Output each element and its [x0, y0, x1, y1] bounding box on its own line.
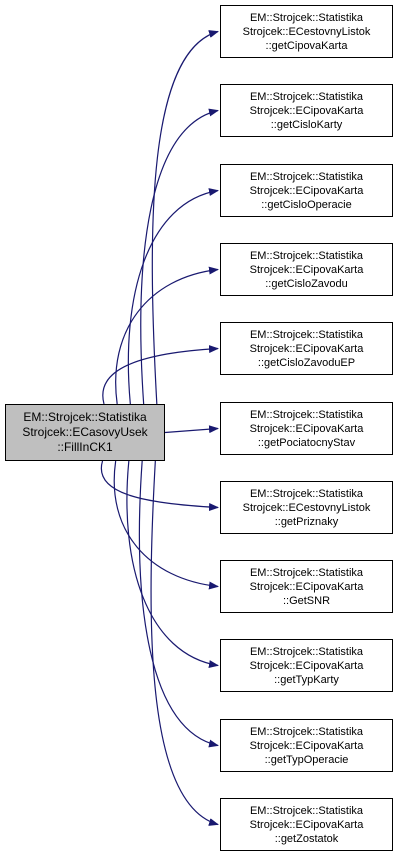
- callee-node-line: EM::Strojcek::Statistika: [249, 645, 364, 658]
- callee-node-line: Strojcek::ECipovaKarta: [249, 184, 364, 197]
- callee-node-line: ::getTypOperacie: [264, 753, 349, 766]
- callee-node-line: EM::Strojcek::Statistika: [249, 328, 364, 341]
- call-edge: [150, 460, 219, 826]
- callee-node-line: EM::Strojcek::Statistika: [249, 487, 364, 500]
- call-edge: [140, 108, 219, 405]
- root-node-line-1: EM::Strojcek::Statistika: [23, 410, 147, 424]
- callee-node-line: EM::Strojcek::Statistika: [249, 566, 364, 579]
- callee-node-line: Strojcek::ECestovnyListok: [242, 501, 371, 514]
- callee-node-line: Strojcek::ECipovaKarta: [249, 263, 364, 276]
- root-node-line-2: Strojcek::ECasovyUsek: [22, 425, 148, 439]
- callee-node-line: ::GetSNR: [282, 594, 331, 607]
- call-edge: [126, 460, 219, 668]
- call-edge: [151, 30, 219, 405]
- callee-node-line: EM::Strojcek::Statistika: [249, 170, 364, 183]
- callee-node-line: ::getPociatocnyStav: [257, 436, 356, 449]
- call-edge: [127, 188, 219, 405]
- callee-node-line: ::getCisloZavodu: [265, 277, 348, 290]
- callee-node-line: EM::Strojcek::Statistika: [249, 408, 364, 421]
- callee-node-line: EM::Strojcek::Statistika: [249, 11, 364, 24]
- callee-node-line: ::getCisloKarty: [270, 118, 343, 131]
- callee-node-line: EM::Strojcek::Statistika: [249, 725, 364, 738]
- callee-node-line: Strojcek::ECipovaKarta: [249, 659, 364, 672]
- callee-node-line: Strojcek::ECipovaKarta: [249, 422, 364, 435]
- callee-node-line: ::getCipovaKarta: [265, 39, 348, 52]
- callee-node-line: Strojcek::ECipovaKarta: [249, 104, 364, 117]
- callee-node-line: EM::Strojcek::Statistika: [249, 90, 364, 103]
- callee-node-line: EM::Strojcek::Statistika: [249, 249, 364, 262]
- call-edge: [102, 345, 219, 405]
- callee-node-line: ::getCisloZavoduEP: [257, 356, 356, 369]
- callee-node-line: Strojcek::ECipovaKarta: [249, 342, 364, 355]
- callee-node-line: ::getTypKarty: [274, 673, 339, 686]
- callee-node-line: ::getZostatok: [274, 832, 339, 845]
- root-node-line-3: ::FillInCK1: [57, 440, 113, 454]
- callee-node-line: Strojcek::ECipovaKarta: [249, 739, 364, 752]
- call-edge: [115, 266, 219, 405]
- call-edge: [164, 425, 219, 434]
- root-function-node[interactable]: EM::Strojcek::Statistika Strojcek::ECaso…: [5, 404, 165, 461]
- call-edge: [113, 460, 219, 590]
- call-edge: [100, 460, 219, 512]
- callee-node-line: ::getCisloOperacie: [261, 198, 352, 211]
- callee-node-line: Strojcek::ECipovaKarta: [249, 818, 364, 831]
- callee-node-line: Strojcek::ECipovaKarta: [249, 580, 364, 593]
- callee-node-line: EM::Strojcek::Statistika: [249, 804, 364, 817]
- callee-node-line: ::getPriznaky: [274, 515, 339, 528]
- call-edge: [138, 460, 219, 748]
- callee-node-line: Strojcek::ECestovnyListok: [242, 25, 371, 38]
